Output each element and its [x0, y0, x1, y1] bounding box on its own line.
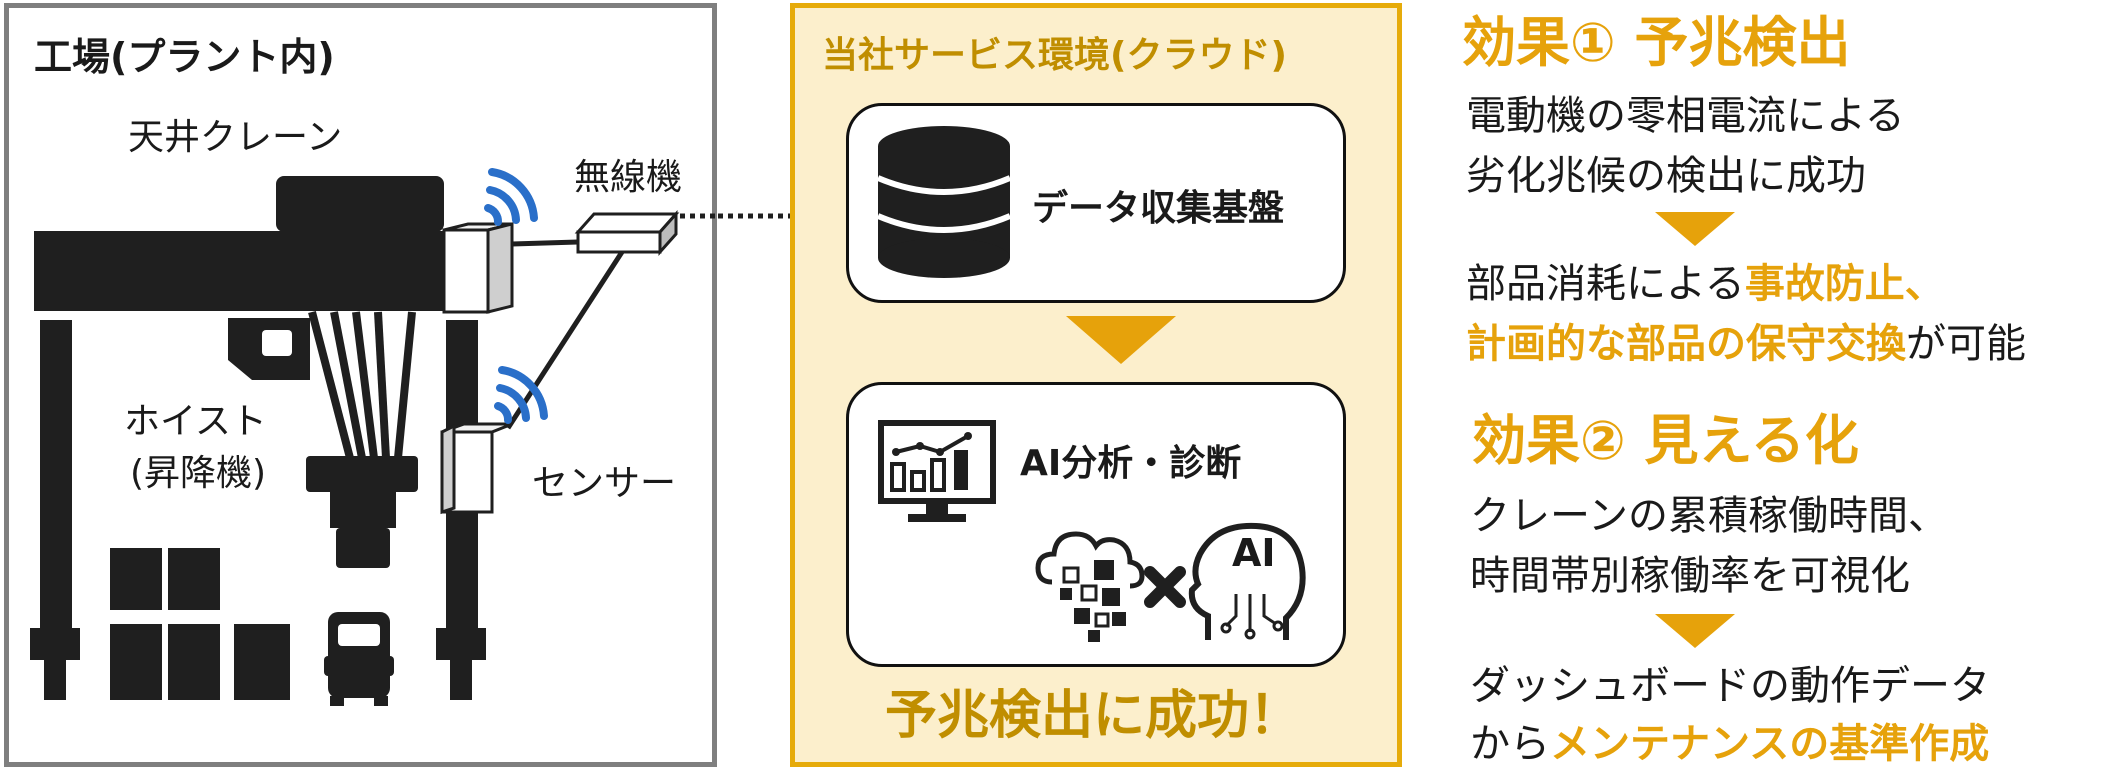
effect1-result-plain-2: が可能	[1906, 321, 2026, 367]
radio-unit	[574, 210, 680, 256]
ai-analysis-label: AI分析・診断	[1020, 443, 1242, 484]
hoist-label-sub: (昇降機)	[130, 453, 267, 494]
data-cloud-icon	[1035, 531, 1145, 642]
effect1-result-highlight-2: 計画的な部品の保守交換	[1466, 321, 1906, 367]
crane-girder	[34, 231, 486, 311]
effect2-result-plain: から	[1470, 721, 1550, 767]
effect2-result-line2: からメンテナンスの基準作成	[1470, 724, 1989, 764]
arrow-down-icon	[1066, 316, 1176, 364]
cloud-title: 当社サービス環境(クラウド)	[822, 35, 1287, 76]
hoist-block	[306, 456, 418, 568]
effect1-result-highlight: 事故防止、	[1744, 261, 1945, 307]
hoist-label: ホイスト	[124, 401, 267, 442]
arrow-down-icon	[1655, 212, 1735, 246]
effect2-result-highlight: メンテナンスの基準作成	[1550, 721, 1990, 767]
effect1-result-line2: 計画的な部品の保守交換が可能	[1466, 324, 2026, 364]
effect1-title: 効果① 予兆検出	[1462, 11, 1851, 74]
crane-trolley	[276, 176, 444, 232]
multiply-icon	[1144, 566, 1186, 608]
factory-title: 工場(プラント内)	[34, 35, 335, 79]
monitor-chart-icon	[878, 420, 996, 522]
effect1-line1: 電動機の零相電流による	[1466, 93, 1905, 139]
wifi-icon	[484, 168, 538, 226]
cloud-success-text: 予兆検出に成功！	[885, 686, 1302, 746]
factory-panel	[4, 3, 717, 767]
wifi-icon	[494, 366, 548, 424]
sensor-label: センサー	[532, 463, 677, 504]
data-platform-label: データ収集基盤	[1032, 188, 1285, 229]
effect2-title: 効果② 見える化	[1472, 409, 1859, 472]
sensor-box	[440, 422, 513, 515]
ai-head-text: AI	[1232, 531, 1276, 575]
effect2-result-line1: ダッシュボードの動作データ	[1470, 663, 1990, 709]
arrow-down-icon	[1655, 614, 1735, 648]
effect1-result-line1: 部品消耗による事故防止、	[1466, 264, 1945, 304]
cargo-crates	[110, 548, 290, 700]
truck-icon	[324, 612, 394, 706]
database-icon	[876, 126, 1012, 278]
effect1-result-plain: 部品消耗による	[1466, 261, 1745, 307]
factory-illustration	[30, 168, 720, 706]
effect2-line2: 時間帯別稼働率を可視化	[1470, 553, 1910, 599]
ai-diagnosis-icons	[1035, 522, 1306, 642]
crane-leg-left	[40, 320, 72, 630]
effect1-line2: 劣化兆候の検出に成功	[1466, 153, 1866, 199]
crane-label: 天井クレーン	[128, 117, 343, 158]
crane-radio-box	[442, 222, 514, 314]
ai-head-icon	[1188, 522, 1306, 640]
effect2-line1: クレーンの累積稼働時間、	[1470, 493, 1948, 539]
hoist-ropes	[308, 310, 416, 460]
radio-label: 無線機	[574, 157, 683, 198]
